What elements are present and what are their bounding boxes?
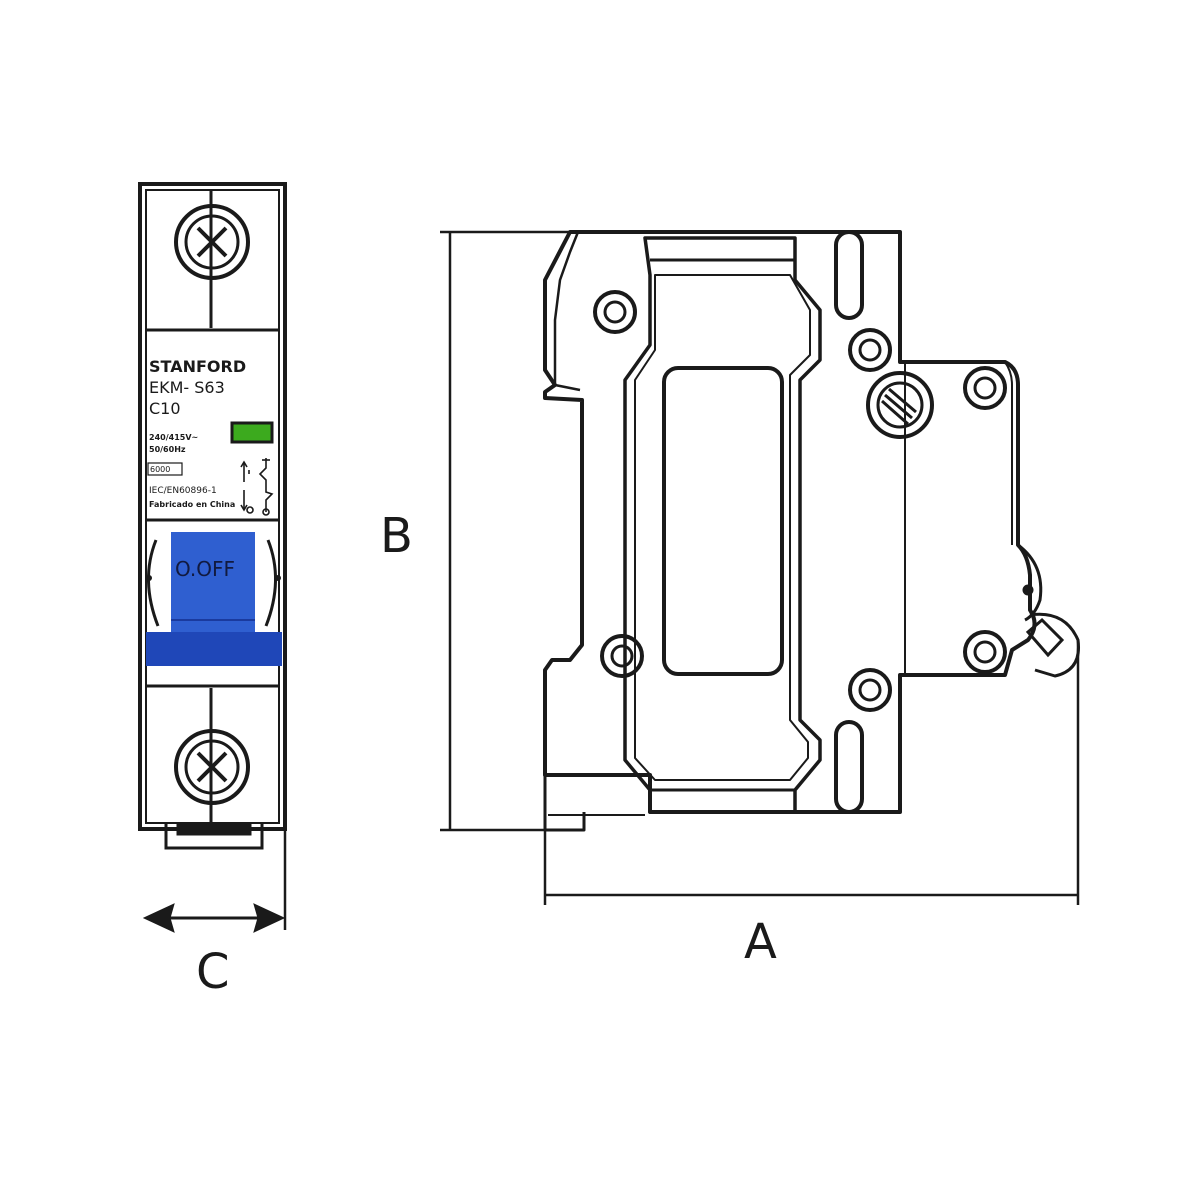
dimension-b-label: B <box>380 508 413 564</box>
dimension-c-label: C <box>196 944 230 1000</box>
status-indicator <box>230 421 274 444</box>
slotted-screw-icon <box>866 371 934 439</box>
rivet-icon <box>963 366 1007 410</box>
top-slot <box>834 230 864 320</box>
rating-label: C10 <box>149 399 181 418</box>
side-slots <box>834 230 864 814</box>
rivet-icon <box>593 290 637 334</box>
voltage-label: 240/415V~ <box>149 433 198 442</box>
dimension-c <box>142 829 287 933</box>
brand-label: STANFORD <box>149 357 246 376</box>
switch-state-label: O.OFF <box>175 557 235 581</box>
top-terminal-screw-icon <box>174 204 250 280</box>
circuit-symbol-icon <box>240 458 274 516</box>
standard-label: IEC/EN60896-1 <box>149 486 217 496</box>
breaking-capacity-label: 6000 <box>150 465 170 474</box>
center-raised-panel <box>623 236 822 814</box>
rivet-icon <box>963 630 1007 674</box>
rivet-icon <box>848 668 892 712</box>
frequency-label: 50/60Hz <box>149 445 186 454</box>
breaking-capacity-box <box>147 462 183 476</box>
bottom-terminal-screw-icon <box>174 729 250 805</box>
switch-handle[interactable]: O.OFF <box>146 532 282 666</box>
rivets <box>593 290 1007 712</box>
center-window <box>662 366 784 676</box>
dimension-b <box>440 230 570 832</box>
rivet-icon <box>848 328 892 372</box>
handle-lever[interactable] <box>171 532 255 634</box>
bottom-slot <box>834 720 864 814</box>
model-label: EKM- S63 <box>149 378 225 397</box>
din-clip <box>164 822 264 850</box>
handle-arc <box>147 539 160 627</box>
rivet-icon <box>600 634 644 678</box>
origin-label: Fabricado en China <box>149 500 235 509</box>
handle-base <box>146 632 282 666</box>
dimension-a-label: A <box>744 914 777 970</box>
dimension-a <box>543 640 1080 905</box>
handle-arc-right <box>264 539 277 627</box>
